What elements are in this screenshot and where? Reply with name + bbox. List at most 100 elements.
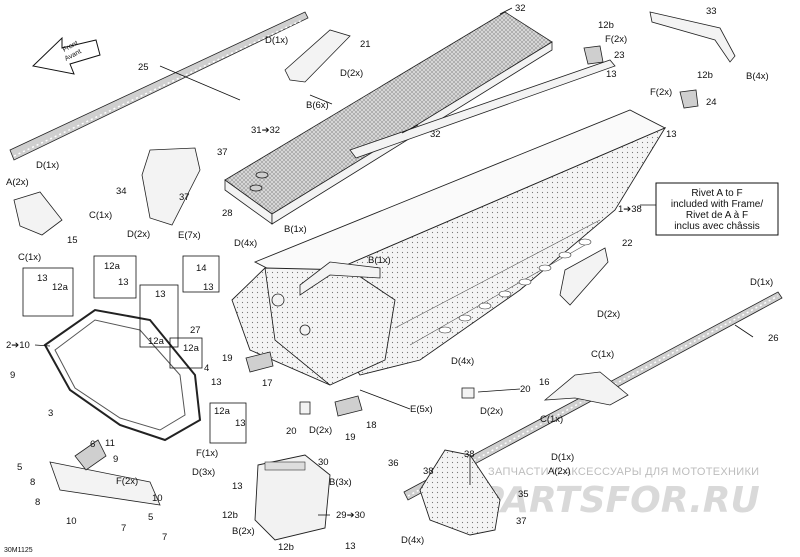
- callout-13-f: 13: [155, 289, 166, 300]
- callout-d4x-b: D(4x): [451, 356, 474, 367]
- callout-25: 25: [138, 62, 149, 73]
- steering-support: [299, 261, 381, 296]
- callout-15: 15: [67, 235, 78, 246]
- callout-d4x-a: D(4x): [234, 238, 257, 249]
- callout-4: 4: [204, 363, 209, 374]
- callout-3: 3: [48, 408, 53, 419]
- callout-38-a: 38: [464, 449, 475, 460]
- rivet-note-line3: Rivet de A à F: [686, 210, 748, 221]
- part-17-pad: [245, 351, 274, 373]
- callout-20-a: 20: [286, 426, 297, 437]
- callout-10-a: 10: [152, 493, 163, 504]
- part-11-bracket: [74, 439, 107, 471]
- callout-16: 16: [539, 377, 550, 388]
- callout-12b-c: 12b: [222, 510, 238, 521]
- part-35-rear-bracket: [419, 449, 501, 536]
- part-18-pad: [334, 395, 363, 417]
- callout-c1x-b: C(1x): [18, 252, 41, 263]
- part-24-bracket: [679, 89, 699, 109]
- callout-12a-d: 12a: [183, 343, 200, 354]
- rivet-note: Rivet A to F included with Frame/ Rivet …: [655, 182, 779, 236]
- callout-5-b: 5: [148, 512, 153, 523]
- watermark: ЗАПЧАСТИ И АКСЕССУАРЫ ДЛЯ МОТОТЕХНИКИ PA…: [478, 466, 760, 521]
- callout-13-e: 13: [203, 282, 214, 293]
- callout-36: 36: [388, 458, 399, 469]
- callout-13-b: 13: [666, 129, 677, 140]
- callout-d4x-c: D(4x): [401, 535, 424, 546]
- callout-19-a: 19: [222, 353, 233, 364]
- part-22-plate: [559, 247, 609, 306]
- callout-a2x-b: A(2x): [548, 466, 571, 477]
- callout-d3x: D(3x): [192, 467, 215, 478]
- callout-17: 17: [262, 378, 273, 389]
- callout-b6x: B(6x): [306, 100, 329, 111]
- callout-32-mid: 32: [430, 129, 441, 140]
- engine-cradle: [231, 267, 396, 386]
- callout-d1x-b: D(1x): [36, 160, 59, 171]
- callout-d2x-a: D(2x): [340, 68, 363, 79]
- callout-32-top: 32: [515, 3, 526, 14]
- callout-12a-b: 12a: [104, 261, 121, 272]
- front-arrow: Front Avant: [31, 36, 101, 75]
- part-3-front-frame: [43, 308, 202, 442]
- callout-22: 22: [622, 238, 633, 249]
- callout-37-c: 37: [516, 516, 527, 527]
- part-15-deflector: [13, 191, 63, 236]
- callout-20-b: 20: [520, 384, 531, 395]
- callout-30: 30: [318, 457, 329, 468]
- callout-37-b: 37: [179, 192, 190, 203]
- callout-e7x: E(7x): [178, 230, 201, 241]
- callout-19-b: 19: [345, 432, 356, 443]
- callout-13-h: 13: [235, 418, 246, 429]
- callout-6: 6: [90, 439, 95, 450]
- part-16-deflector: [543, 371, 629, 406]
- watermark-logo: PARTSFOR.RU: [478, 480, 760, 521]
- callout-d1x-a: D(1x): [265, 35, 288, 46]
- callout-21: 21: [360, 39, 371, 50]
- callout-13-a: 13: [606, 69, 617, 80]
- callout-12b-b: 12b: [697, 70, 713, 81]
- callout-f1x: F(1x): [196, 448, 218, 459]
- callout-9-b: 9: [113, 454, 118, 465]
- part-21-bracket: [284, 29, 351, 83]
- callout-8-a: 8: [30, 477, 35, 488]
- callout-12b-d: 12b: [278, 542, 294, 553]
- callout-1-38: 1➔38: [618, 204, 642, 215]
- callout-5-a: 5: [17, 462, 22, 473]
- callout-f2x-b: F(2x): [650, 87, 672, 98]
- callout-13-d: 13: [118, 277, 129, 288]
- callout-d2x-c: D(2x): [597, 309, 620, 320]
- callout-labels: 32 12b F(2x) 23 13 33 B(4x) D(1x) 21 D(2…: [6, 3, 779, 553]
- callout-7-a: 7: [121, 523, 126, 534]
- callout-12a-c: 12a: [148, 336, 165, 347]
- callout-10-b: 10: [66, 516, 77, 527]
- callout-13-j: 13: [345, 541, 356, 552]
- callout-b1x-b: B(1x): [368, 255, 391, 266]
- callout-13-c: 13: [37, 273, 48, 284]
- callout-14: 14: [196, 263, 207, 274]
- callout-b1x-a: B(1x): [284, 224, 307, 235]
- callout-d1x-d: D(1x): [551, 452, 574, 463]
- callout-31-32: 31➔32: [251, 125, 280, 136]
- callout-12a-e: 12a: [214, 406, 231, 417]
- callout-38-b: 38: [423, 466, 434, 477]
- callout-c1x-c: C(1x): [591, 349, 614, 360]
- callout-2-10: 2➔10: [6, 340, 30, 351]
- callout-f2x-a: F(2x): [605, 34, 627, 45]
- watermark-tagline: ЗАПЧАСТИ И АКСЕССУАРЫ ДЛЯ МОТОТЕХНИКИ: [488, 466, 759, 478]
- callout-27: 27: [190, 325, 201, 336]
- callout-26: 26: [768, 333, 779, 344]
- diagram-code: 30M1125: [4, 547, 33, 554]
- part-23-bracket: [583, 45, 604, 65]
- callout-23: 23: [614, 50, 625, 61]
- callout-b3x: B(3x): [329, 477, 352, 488]
- callout-13-g: 13: [211, 377, 222, 388]
- part-33-bracket: [649, 11, 736, 63]
- callout-37-a: 37: [217, 147, 228, 158]
- callout-29-30: 29➔30: [336, 510, 365, 521]
- callout-d2x-d: D(2x): [309, 425, 332, 436]
- callout-12a-a: 12a: [52, 282, 69, 293]
- rivet-note-line2: included with Frame/: [671, 199, 763, 210]
- part-25-rail-left: [9, 11, 309, 161]
